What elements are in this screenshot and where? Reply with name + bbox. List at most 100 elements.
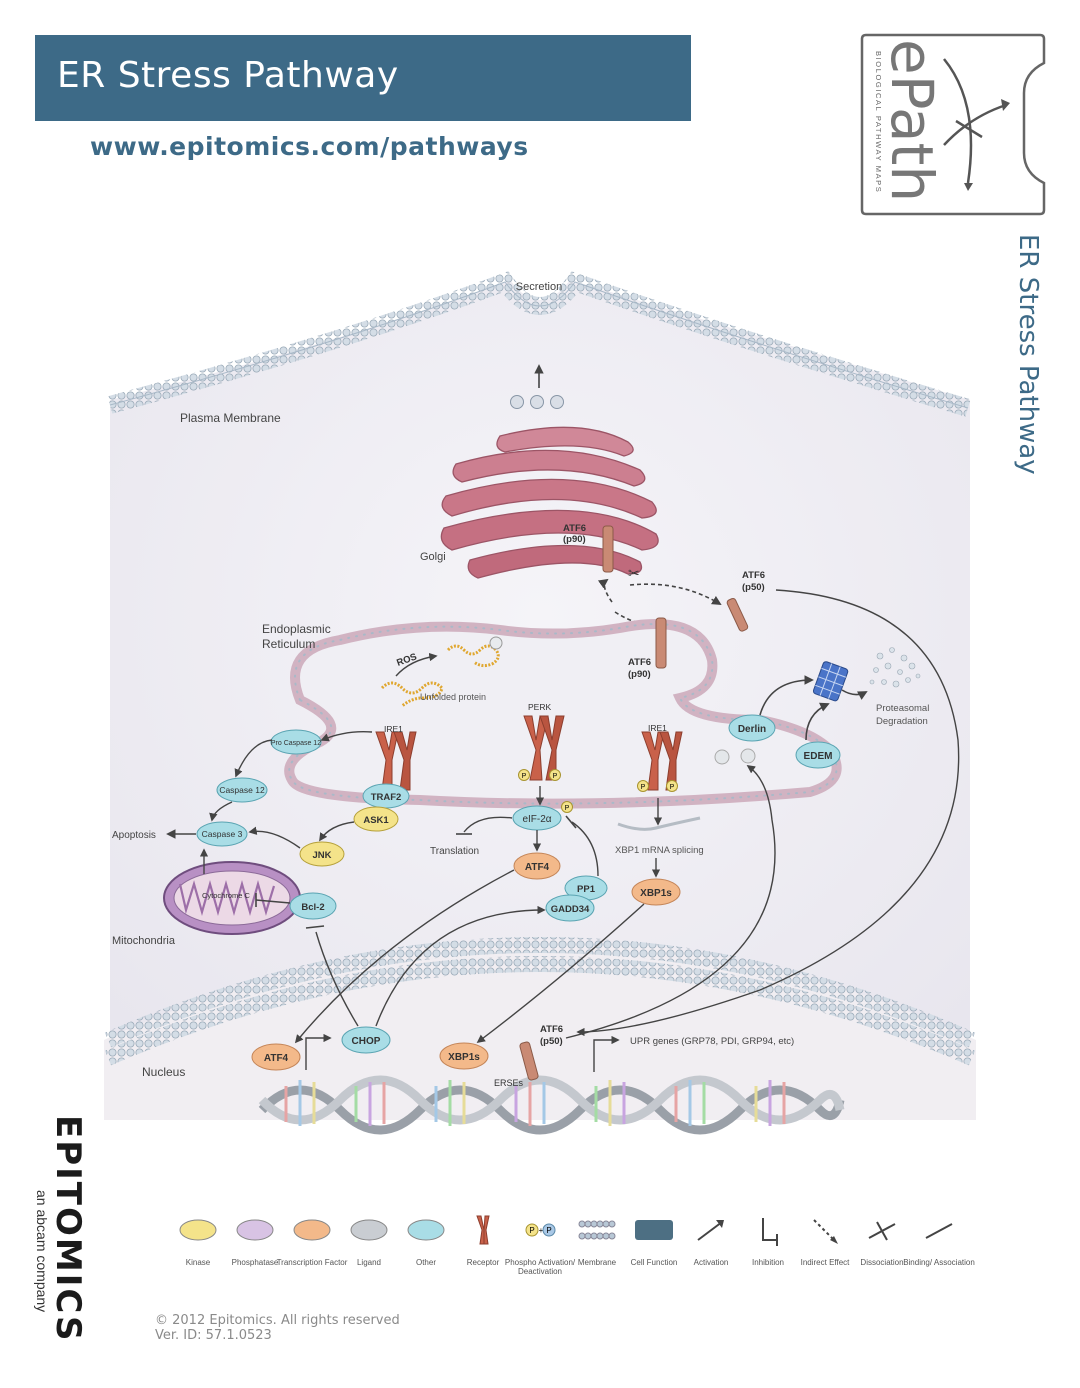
legend-label: Binding/ Association bbox=[903, 1258, 975, 1267]
derlin-node bbox=[728, 714, 776, 742]
atf6-er-label-2: (p90) bbox=[628, 669, 651, 680]
legend-item: Membrane bbox=[559, 1210, 635, 1267]
perk-label: PERK bbox=[528, 702, 551, 712]
upr-genes-label: UPR genes (GRP78, PDI, GRP94, etc) bbox=[630, 1036, 794, 1047]
logo-arrow-2 bbox=[943, 103, 1007, 146]
xbp1s-to-nucleus-arrow bbox=[476, 903, 645, 1044]
legend-inhibition-icon bbox=[762, 1218, 778, 1246]
er-label-1: Endoplasmic bbox=[262, 622, 331, 636]
pp1-inhibits-eif2a bbox=[571, 821, 599, 877]
legend-dissociation-icon bbox=[868, 1221, 896, 1241]
unfolded-protein-label: Unfolded protein bbox=[420, 692, 486, 702]
proteasomal-label-1: Proteasomal bbox=[876, 703, 929, 714]
atf6-p50-top-receptor bbox=[726, 597, 749, 632]
legend-item: Activation bbox=[673, 1210, 749, 1267]
epath-logo: BIOLOGICAL PATHWAY MAPS ePath bbox=[860, 33, 1046, 216]
plasma-membrane-edge bbox=[109, 281, 969, 409]
gadd34-node bbox=[545, 894, 595, 922]
legend-label: Indirect Effect bbox=[800, 1258, 850, 1267]
phospho-label: P bbox=[641, 784, 646, 791]
misfolded-protein bbox=[714, 749, 730, 765]
pro-caspase12-arrow bbox=[234, 739, 273, 778]
atf6-golgi-receptor bbox=[602, 525, 614, 573]
legend-label: Membrane bbox=[577, 1258, 617, 1267]
atf6-golgi-label-1: ATF6 bbox=[563, 523, 586, 534]
chop-to-gadd34-arrow bbox=[375, 905, 546, 1027]
caspase3-node bbox=[196, 821, 248, 847]
edem-node bbox=[795, 741, 841, 769]
mitochondria-label: Mitochondria bbox=[112, 935, 176, 947]
translation-label: Translation bbox=[430, 846, 479, 857]
title-banner: ER Stress Pathway bbox=[35, 35, 691, 121]
svg-text:P: P bbox=[529, 1226, 534, 1235]
svg-text:P: P bbox=[546, 1226, 551, 1235]
ask1-node bbox=[353, 806, 399, 832]
er-label-2: Reticulum bbox=[262, 637, 315, 651]
legend-label: Ligand bbox=[356, 1258, 382, 1267]
xbp1s-nuc-node bbox=[439, 1042, 489, 1070]
pathways-url[interactable]: www.epitomics.com/pathways bbox=[90, 132, 529, 161]
legend-membrane-icon bbox=[578, 1220, 616, 1240]
ask1-label: ASK1 bbox=[363, 815, 389, 826]
ros-arrow bbox=[395, 652, 438, 677]
legend-ellipse-icon bbox=[236, 1219, 274, 1241]
legend-item: Phosphatase bbox=[217, 1210, 293, 1267]
golgi-label: Golgi bbox=[420, 551, 446, 563]
svg-text:+: + bbox=[539, 1226, 544, 1235]
legend-receptor-icon bbox=[476, 1215, 490, 1245]
page-title: ER Stress Pathway bbox=[57, 55, 399, 96]
ire1-left-label: IRE1 bbox=[384, 724, 403, 734]
legend-item: Ligand bbox=[331, 1210, 407, 1267]
plasma-membrane-label: Plasma Membrane bbox=[180, 411, 281, 425]
jnk-node bbox=[299, 841, 345, 867]
atf6-golgi-label-2: (p90) bbox=[563, 534, 586, 545]
phospho-icon bbox=[549, 769, 561, 781]
dna-helix bbox=[258, 1075, 845, 1135]
vesicle bbox=[510, 395, 524, 409]
logo-dissociation-1 bbox=[955, 119, 983, 139]
legend-ellipse-icon bbox=[407, 1219, 445, 1241]
legend-label: Phospho Activation/ Deactivation bbox=[504, 1258, 576, 1276]
eif2a-inhibition-bar bbox=[565, 815, 577, 829]
logo-arrowhead-1 bbox=[964, 183, 973, 191]
pathway-diagram: Secretion Plasma Membrane Golgi ATF6 (p9… bbox=[104, 271, 976, 1135]
pro-caspase12-node bbox=[270, 729, 322, 755]
phospho-label: P bbox=[553, 773, 558, 780]
legend-phospho-icon: P+P bbox=[525, 1223, 556, 1237]
jnk-label: JNK bbox=[312, 850, 331, 861]
gadd34-label: GADD34 bbox=[551, 904, 590, 915]
edem-label: EDEM bbox=[804, 751, 833, 762]
atf6-er-receptor bbox=[655, 617, 667, 669]
pp1-label: PP1 bbox=[577, 884, 596, 895]
phospho-label: P bbox=[565, 805, 570, 812]
legend-item: Other bbox=[388, 1210, 464, 1267]
legend-item: Kinase bbox=[160, 1210, 236, 1267]
epath-mark: ePath bbox=[878, 39, 946, 202]
bcl2-inhibition bbox=[255, 899, 291, 904]
chop-node bbox=[341, 1026, 391, 1054]
vesicle bbox=[530, 395, 544, 409]
brand-name: EPITOMICS bbox=[48, 1115, 88, 1343]
logo-arrow-1 bbox=[943, 58, 973, 184]
legend-item: Cell Function bbox=[616, 1210, 692, 1267]
caspase12-label: Caspase 12 bbox=[219, 785, 265, 795]
xbp1s-nuc-label: XBP1s bbox=[448, 1052, 480, 1063]
bcl2-inhibition-bar-2 bbox=[305, 925, 325, 929]
legend-item: Inhibition bbox=[730, 1210, 806, 1267]
pro-caspase12-label: Pro Caspase 12 bbox=[271, 740, 321, 747]
nuclear-envelope-inner bbox=[104, 956, 976, 1066]
degradation-arrow bbox=[841, 689, 868, 700]
epitomics-brand: EPITOMICS an abcam company bbox=[30, 1115, 90, 1350]
phospho-label: P bbox=[522, 773, 527, 780]
apoptosis-label: Apoptosis bbox=[112, 830, 156, 841]
atf6-nuc-label-1: ATF6 bbox=[540, 1024, 563, 1035]
atf6-nuc-receptor bbox=[519, 1041, 539, 1081]
atf6-p50-top-label-1: ATF6 bbox=[742, 570, 765, 581]
legend-label: Dissociation bbox=[860, 1258, 904, 1267]
ire1-to-pro-caspase12-arrow bbox=[320, 730, 373, 742]
chop-inhibits-bcl2 bbox=[315, 931, 359, 1027]
phospho-icon bbox=[666, 780, 678, 792]
legend-item: Binding/ Association bbox=[901, 1210, 977, 1267]
atf4-nuc-node bbox=[251, 1043, 301, 1071]
